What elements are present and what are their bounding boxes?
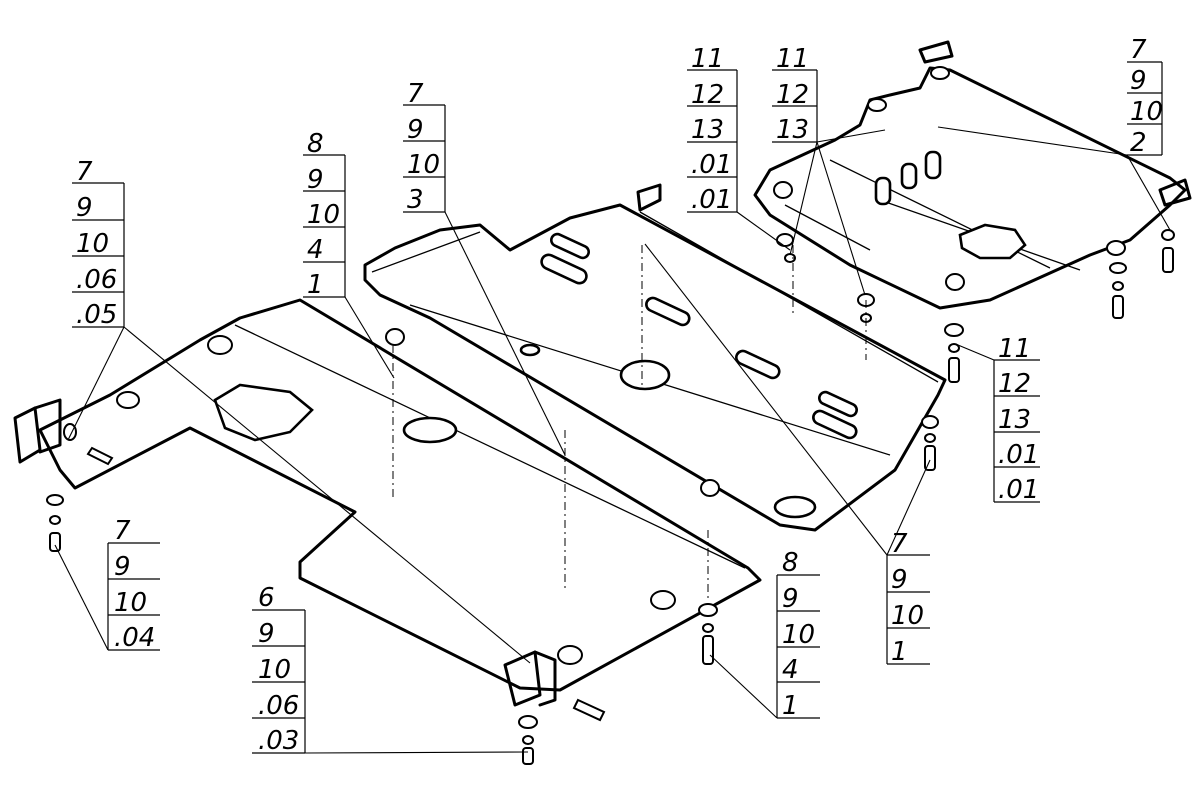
callout-c4-row-4: .01 <box>691 150 732 180</box>
callout-c2-row-3: 10 <box>307 200 340 230</box>
callout-c11-row-2: 9 <box>782 584 799 614</box>
callout-c11-row-1: 8 <box>782 548 799 578</box>
callout-c2: 8 9 10 4 1 <box>303 129 346 300</box>
callout-c4-row-5: .01 <box>691 185 732 215</box>
callout-c7-row-3: 13 <box>998 405 1031 435</box>
fastener-stacks <box>46 229 1175 765</box>
callout-c10: 6 9 10 .06 .03 <box>252 583 306 756</box>
callout-c3-row-1: 7 <box>407 79 424 109</box>
callout-c1-row-5: .05 <box>76 300 117 330</box>
callout-c6: 7 9 10 2 <box>1127 35 1163 158</box>
callout-c7: 11 12 13 .01 .01 <box>993 334 1040 505</box>
assembly-axis-lines <box>392 245 867 600</box>
callout-c7-row-2: 12 <box>998 369 1031 399</box>
callout-c6-row-3: 10 <box>1130 97 1163 127</box>
callout-c4-row-1: 11 <box>691 44 724 74</box>
callout-c10-row-5: .03 <box>258 726 299 756</box>
callout-c3-row-2: 9 <box>407 115 424 145</box>
callout-c9-row-2: 9 <box>114 552 131 582</box>
callout-c9: 7 9 10 .04 <box>107 516 160 653</box>
callout-c1-row-2: 9 <box>76 193 93 223</box>
callout-c3-row-3: 10 <box>407 150 440 180</box>
callout-c4-row-2: 12 <box>691 80 724 110</box>
rear-skid-plate <box>753 40 1192 310</box>
callout-c5-row-3: 13 <box>776 115 809 145</box>
callout-c7-row-1: 11 <box>998 334 1031 364</box>
callout-c9-row-1: 7 <box>114 516 131 546</box>
callout-c9-row-4: .04 <box>114 623 155 653</box>
callout-c5-row-2: 12 <box>776 80 809 110</box>
callout-c10-row-1: 6 <box>258 583 275 613</box>
callout-c6-row-2: 9 <box>1130 66 1147 96</box>
callout-c8-row-2: 9 <box>891 565 908 595</box>
callout-c5-row-1: 11 <box>776 44 809 74</box>
callout-c1-row-3: 10 <box>76 229 109 259</box>
callout-c11-row-4: 4 <box>782 655 799 685</box>
callout-c4: 11 12 13 .01 .01 <box>687 44 738 215</box>
callout-c3: 7 9 10 3 <box>403 79 446 215</box>
callout-c2-row-5: 1 <box>307 270 324 300</box>
callout-c8-row-4: 1 <box>891 637 908 667</box>
callout-c11: 8 9 10 4 1 <box>776 548 820 721</box>
front-skid-plate <box>13 298 762 722</box>
callout-c10-row-3: 10 <box>258 655 291 685</box>
callout-c3-row-4: 3 <box>407 185 424 215</box>
callout-c5: 11 12 13 <box>772 44 818 145</box>
callout-c6-row-1: 7 <box>1130 35 1147 65</box>
callout-c8-row-1: 7 <box>891 529 908 559</box>
callout-c11-row-3: 10 <box>782 620 815 650</box>
callout-c11-row-5: 1 <box>782 691 799 721</box>
callout-c7-row-4: .01 <box>998 440 1039 470</box>
callout-c4-row-3: 13 <box>691 115 724 145</box>
callout-c1-row-4: .06 <box>76 265 117 295</box>
callout-c6-row-4: 2 <box>1130 128 1147 158</box>
callout-c8-row-3: 10 <box>891 601 924 631</box>
callout-c10-row-4: .06 <box>258 691 299 721</box>
middle-skid-plate <box>363 183 947 532</box>
callout-c2-row-4: 4 <box>307 235 324 265</box>
callout-c1: 7 9 10 .06 .05 <box>72 157 125 330</box>
callout-c9-row-3: 10 <box>114 588 147 618</box>
callout-c1-row-1: 7 <box>76 157 93 187</box>
callout-c2-row-2: 9 <box>307 165 324 195</box>
callout-c7-row-5: .01 <box>998 475 1039 505</box>
leader-lines <box>54 126 1171 754</box>
callout-c10-row-2: 9 <box>258 619 275 649</box>
callout-c8: 7 9 10 1 <box>886 529 930 667</box>
callout-c2-row-1: 8 <box>307 129 324 159</box>
